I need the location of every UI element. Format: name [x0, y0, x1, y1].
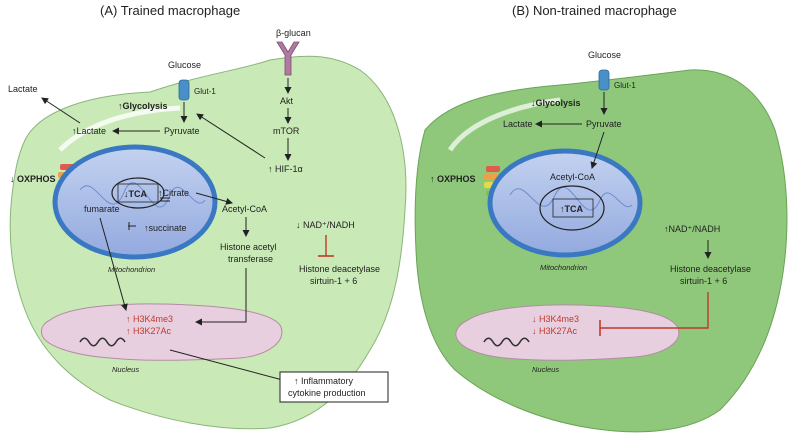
panel-a: (A) Trained macrophage β-glucan Glucose …	[8, 3, 407, 430]
cell-b-highlight	[447, 97, 561, 152]
hdac-a-line1: Histone deacetylase	[299, 264, 380, 274]
panel-a-title: (A) Trained macrophage	[100, 3, 240, 18]
mitochondrion-a-label: Mitochondrion	[108, 265, 155, 274]
h3k4me3-a-label: ↑ H3K4me3	[126, 314, 173, 324]
fumarate-label: fumarate	[84, 204, 120, 214]
tca-a-label: ↓TCA	[124, 189, 147, 199]
akt-label: Akt	[280, 96, 294, 106]
mitochondrion-a: ↓TCA fumarate ↑Citrate ↑succinate	[52, 144, 218, 260]
hdac-b-line1: Histone deacetylase	[670, 264, 751, 274]
hat-line1: Histone acetyl	[220, 242, 277, 252]
acetyl-coa-a-label: Acetyl-CoA	[222, 204, 267, 214]
cytokine-line2: cytokine production	[288, 388, 366, 398]
hdac-b-line2: sirtuin-1 + 6	[680, 276, 727, 286]
dna-icon	[79, 337, 126, 347]
succinate-label: ↑succinate	[144, 223, 187, 233]
glycolysis-b-label: ↓Glycolysis	[531, 98, 581, 108]
hif-label: ↑ HIF-1α	[268, 164, 303, 174]
beta-glucan-receptor-icon	[276, 41, 300, 76]
dna-b-icon	[483, 337, 530, 347]
glycolysis-label: ↑Glycolysis	[118, 101, 168, 111]
arrow-hat-nucleus	[195, 268, 247, 326]
panel-b: (B) Non-trained macrophage Glucose Glut-…	[414, 3, 788, 433]
h3k4me3-b-label: ↓ H3K4me3	[532, 314, 579, 324]
glucose-label: Glucose	[168, 60, 201, 70]
lactate-b-label: Lactate	[503, 119, 533, 129]
mtor-label: mTOR	[273, 126, 300, 136]
h3k27ac-a-label: ↑ H3K27Ac	[126, 326, 172, 336]
glut1-b-label: Glut-1	[614, 81, 636, 90]
glut1-b-transporter-icon	[598, 69, 610, 91]
tca-b-label: ↑TCA	[560, 204, 583, 214]
mitochondrion-b: ↑TCA Acetyl-CoA	[487, 148, 643, 258]
lactate-inner-label: ↑Lactate	[72, 126, 106, 136]
hdac-a-line2: sirtuin-1 + 6	[310, 276, 357, 286]
nucleus-a-label: Nucleus	[112, 365, 139, 374]
arrow-citrate-acetylcoa	[195, 192, 233, 205]
cytokine-line1: ↑ Inflammatory	[294, 376, 354, 386]
arrow-b-pyruvate-acetylcoa	[590, 131, 605, 169]
oxphos-b-label: ↑ OXPHOS	[430, 174, 476, 184]
lactate-outer-label: Lactate	[8, 84, 38, 94]
arrow-hif-glycolysis	[196, 113, 266, 159]
arrow-lactate-out	[41, 97, 81, 124]
nad-b-label: ↑NAD⁺/NADH	[664, 224, 720, 234]
citrate-label: ↑Citrate	[158, 188, 189, 198]
cytokine-box	[279, 371, 389, 403]
pyruvate-b-label: Pyruvate	[586, 119, 622, 129]
nucleus-b-label: Nucleus	[532, 365, 559, 374]
pyruvate-label: Pyruvate	[164, 126, 200, 136]
hat-line2: transferase	[228, 254, 273, 264]
arrow-nucleus-cytokine	[169, 349, 291, 384]
panel-b-title: (B) Non-trained macrophage	[512, 3, 677, 18]
h3k27ac-b-label: ↓ H3K27Ac	[532, 326, 578, 336]
glut1-transporter-icon	[178, 79, 190, 101]
acetyl-coa-b-label: Acetyl-CoA	[550, 172, 595, 182]
glucose-b-label: Glucose	[588, 50, 621, 60]
beta-glucan-label: β-glucan	[276, 28, 311, 38]
glut1-label: Glut-1	[194, 87, 216, 96]
nucleus-a	[41, 303, 283, 361]
inhibit-hdac-nucleus	[600, 292, 709, 329]
mitochondrion-b-label: Mitochondrion	[540, 263, 587, 272]
arrow-fumarate-nucleus	[99, 217, 128, 311]
nad-a-label: ↓ NAD⁺/NADH	[296, 220, 355, 230]
cell-highlight	[58, 105, 181, 152]
oxphos-label: ↓ OXPHOS	[10, 174, 56, 184]
tca-cycle-a	[111, 177, 165, 209]
nucleus-b	[455, 304, 680, 361]
